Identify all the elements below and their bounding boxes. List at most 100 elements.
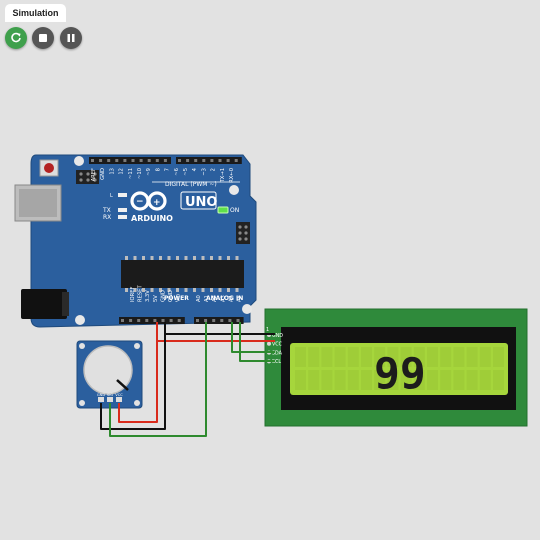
digital-header[interactable] xyxy=(89,157,242,164)
analog-pin[interactable] xyxy=(196,319,199,322)
svg-text:−: − xyxy=(136,197,144,207)
power-pin[interactable] xyxy=(145,319,149,322)
pause-button[interactable] xyxy=(60,27,82,49)
pause-icon xyxy=(67,34,75,42)
digital-pin[interactable] xyxy=(178,159,181,162)
digital-pin[interactable] xyxy=(139,159,143,162)
analog-label: ANALOG IN xyxy=(206,295,243,302)
lcd-pin[interactable] xyxy=(267,341,271,346)
rx-led xyxy=(118,215,127,219)
lcd-pin-label: SCL xyxy=(272,359,281,365)
power-label: POWER xyxy=(164,295,189,302)
pin-label: ~5 xyxy=(183,168,189,176)
atmega-chip xyxy=(121,256,244,292)
wires xyxy=(100,322,275,437)
digital-pin[interactable] xyxy=(91,159,94,162)
power-pin[interactable] xyxy=(161,319,165,322)
pin-label: RESET xyxy=(138,285,144,302)
pin-label: GND xyxy=(160,290,166,302)
pin-label: TX→1 xyxy=(220,168,226,183)
restart-button[interactable] xyxy=(5,27,27,49)
pin-label: 4 xyxy=(192,167,198,171)
potentiometer-pin[interactable] xyxy=(98,397,104,402)
lcd-pin-label: SDA xyxy=(272,350,283,356)
stop-button[interactable] xyxy=(32,27,54,49)
power-pin[interactable] xyxy=(137,319,141,322)
wire-gnd-to-pot[interactable] xyxy=(100,334,166,430)
pin-label: 5V xyxy=(153,295,159,302)
icsp-header-right xyxy=(236,222,250,244)
simulation-tab[interactable]: Simulation xyxy=(5,4,66,22)
digital-pin[interactable] xyxy=(202,159,206,162)
digital-pin[interactable] xyxy=(147,159,151,162)
digital-pin[interactable] xyxy=(226,159,230,162)
analog-pin[interactable] xyxy=(212,319,216,322)
analog-pin[interactable] xyxy=(228,319,232,322)
pin-label: 2 xyxy=(211,168,217,171)
pin-label: A2 xyxy=(212,295,218,302)
pin-label: GND xyxy=(168,290,174,302)
digital-pin[interactable] xyxy=(186,159,190,162)
reset-button[interactable] xyxy=(44,163,54,173)
digital-pin[interactable] xyxy=(194,159,198,162)
board-brand: ARDUINO xyxy=(131,214,173,223)
tx-led xyxy=(118,208,127,212)
potentiometer-pin-label: GND xyxy=(97,393,105,397)
power-pin[interactable] xyxy=(121,319,124,322)
power-header[interactable] xyxy=(119,317,185,324)
analog-pin[interactable] xyxy=(220,319,224,322)
digital-pin[interactable] xyxy=(234,159,238,162)
power-pin[interactable] xyxy=(169,319,173,322)
l-led xyxy=(118,193,127,197)
wire-5v-to-pot[interactable] xyxy=(118,341,158,423)
digital-label: DIGITAL (PWM ~) xyxy=(165,181,217,188)
digital-pin[interactable] xyxy=(99,159,103,162)
digital-pin[interactable] xyxy=(163,159,167,162)
analog-pin[interactable] xyxy=(204,319,208,322)
pin-label: 13 xyxy=(109,168,115,175)
pin-label: ~9 xyxy=(146,168,152,176)
power-pin[interactable] xyxy=(129,319,133,322)
lcd-pin-label: GND xyxy=(272,333,283,339)
digital-pin[interactable] xyxy=(155,159,159,162)
lcd-pin-label: VCC xyxy=(272,342,283,348)
pin-label: GND xyxy=(100,168,106,180)
pin-label: ~3 xyxy=(201,168,207,176)
wire-scl-to-lcd[interactable] xyxy=(239,322,275,362)
svg-text:+: + xyxy=(153,198,161,208)
pin-label: A0 xyxy=(196,295,202,302)
pin-label: ~6 xyxy=(174,168,180,176)
potentiometer-pin-label: SIG xyxy=(107,393,113,397)
digital-pin[interactable] xyxy=(107,159,111,162)
wire-sda-to-lcd[interactable] xyxy=(231,322,275,353)
potentiometer-pin[interactable] xyxy=(107,397,113,402)
digital-pin[interactable] xyxy=(115,159,119,162)
pin-label: 3.3V xyxy=(145,290,151,302)
digital-pin[interactable] xyxy=(131,159,135,162)
lcd-character-cells xyxy=(295,347,504,390)
power-jack xyxy=(21,289,67,319)
pin-label: 12 xyxy=(119,168,125,175)
arduino-logo: − + xyxy=(130,191,167,211)
power-pin[interactable] xyxy=(153,319,157,322)
wire-5v-to-lcd[interactable] xyxy=(156,322,275,342)
stop-icon xyxy=(39,34,47,42)
digital-pin[interactable] xyxy=(210,159,214,162)
digital-pin[interactable] xyxy=(123,159,127,162)
analog-pin[interactable] xyxy=(236,319,240,322)
tx-label: TX xyxy=(102,207,111,214)
power-pin[interactable] xyxy=(177,319,181,322)
wire-a0-to-pot[interactable] xyxy=(109,322,207,437)
potentiometer-pin[interactable] xyxy=(116,397,122,402)
digital-pin[interactable] xyxy=(218,159,222,162)
pin-label: A1 xyxy=(204,295,210,302)
pin-label: ~10 xyxy=(137,168,143,179)
analog-header[interactable] xyxy=(194,317,244,324)
icsp-header-top xyxy=(76,170,99,184)
